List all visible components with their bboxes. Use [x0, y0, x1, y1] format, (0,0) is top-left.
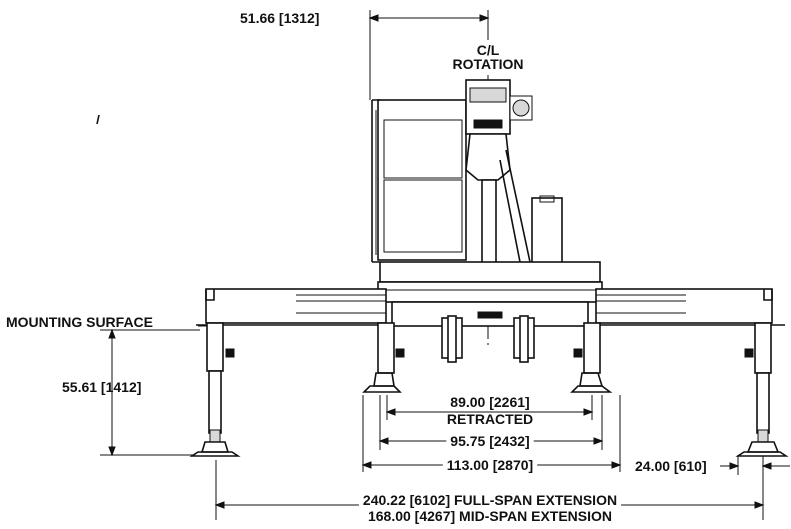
outrigger-beam-right: [595, 288, 773, 324]
jack-outer-inner-left: [377, 322, 395, 374]
arrowhead: [378, 437, 389, 445]
jack-foot-inner-left: [362, 385, 402, 393]
boom-strut: [505, 149, 531, 263]
retracted-label: RETRACTED: [447, 411, 533, 427]
jack-foot-top: [579, 372, 604, 387]
clamp-bolt: [519, 315, 529, 363]
dim-24-label: 24.00 [610]: [635, 458, 707, 474]
base-plate: [379, 261, 601, 283]
housing-panel-lower: [383, 179, 463, 253]
boom-strut-inner: [499, 159, 521, 263]
jack-inner-right: [756, 372, 770, 434]
clamp-bolt: [447, 315, 457, 363]
stray-mark: [96, 114, 100, 125]
jack-legs: [189, 322, 789, 457]
outrigger-beam-left: [205, 288, 387, 324]
arrowhead: [754, 501, 765, 509]
centerline-label: C/L: [477, 42, 500, 58]
mounting-clamps: [441, 315, 535, 363]
jack-foot-top: [746, 441, 780, 453]
arrowhead: [385, 408, 396, 416]
full-span-label: 240.22 [6102] FULL-SPAN EXTENSION: [363, 492, 617, 508]
jack-handle: [573, 348, 583, 358]
arrowhead: [583, 408, 594, 416]
mid-span-label: 168.00 [4267] MID-SPAN EXTENSION: [368, 508, 612, 524]
mast-shoulder: [465, 133, 511, 181]
housing-flange: [371, 99, 380, 263]
label-mask: [631, 457, 711, 475]
retracted-dimension-label: 89.00 [2261]: [450, 394, 529, 410]
jack-handle: [225, 348, 235, 358]
arrowhead: [368, 14, 379, 22]
beam-end-right: [763, 289, 773, 301]
arrowhead: [361, 461, 372, 469]
arrowhead: [729, 462, 740, 470]
arrowhead: [593, 437, 604, 445]
label-mask: [236, 9, 324, 27]
rotation-label: ROTATION: [452, 56, 523, 72]
dim-9575-label: 95.75 [2432]: [450, 433, 529, 449]
dim-113-label: 113.00 [2870]: [447, 457, 533, 473]
jack-outer-right: [754, 322, 772, 374]
jack-joint: [757, 429, 769, 443]
label-mask: [446, 432, 534, 450]
jack-foot-inner-right: [570, 385, 613, 393]
jack-outer-left: [206, 322, 224, 372]
height-dimension-label: 55.61 [1412]: [62, 379, 141, 395]
crane-body: [371, 79, 603, 363]
arrowhead: [214, 501, 225, 509]
mounting-surface-label: MOUNTING SURFACE: [6, 314, 153, 330]
dimension-labels: 51.66 [1312] C/L ROTATION MOUNTING SURFA…: [6, 9, 711, 524]
arrowhead: [108, 328, 116, 339]
label-mask: [358, 491, 622, 509]
motor-cap: [512, 99, 530, 117]
base-frame: [377, 281, 603, 303]
top-dimension-label: 51.66 [1312]: [240, 10, 319, 26]
jack-outer-inner-right: [583, 322, 601, 374]
jack-joint: [209, 429, 221, 443]
label-mask: [442, 456, 538, 474]
mast-band: [473, 119, 503, 129]
jack-foot-top: [373, 372, 395, 387]
jack-foot-top: [200, 441, 230, 453]
arrowhead: [108, 446, 116, 457]
arrowhead: [479, 14, 490, 22]
jack-handle: [744, 348, 754, 358]
jack-inner-left: [208, 370, 222, 434]
arrowhead: [611, 461, 622, 469]
jack-handle: [395, 348, 405, 358]
beam-end-left: [205, 289, 215, 301]
mast-head: [469, 87, 507, 103]
housing-panel-upper: [383, 119, 463, 179]
arrowhead: [761, 462, 772, 470]
box-lid: [539, 195, 555, 203]
mount-block: [477, 311, 503, 319]
outrigger-beams: [205, 288, 773, 324]
